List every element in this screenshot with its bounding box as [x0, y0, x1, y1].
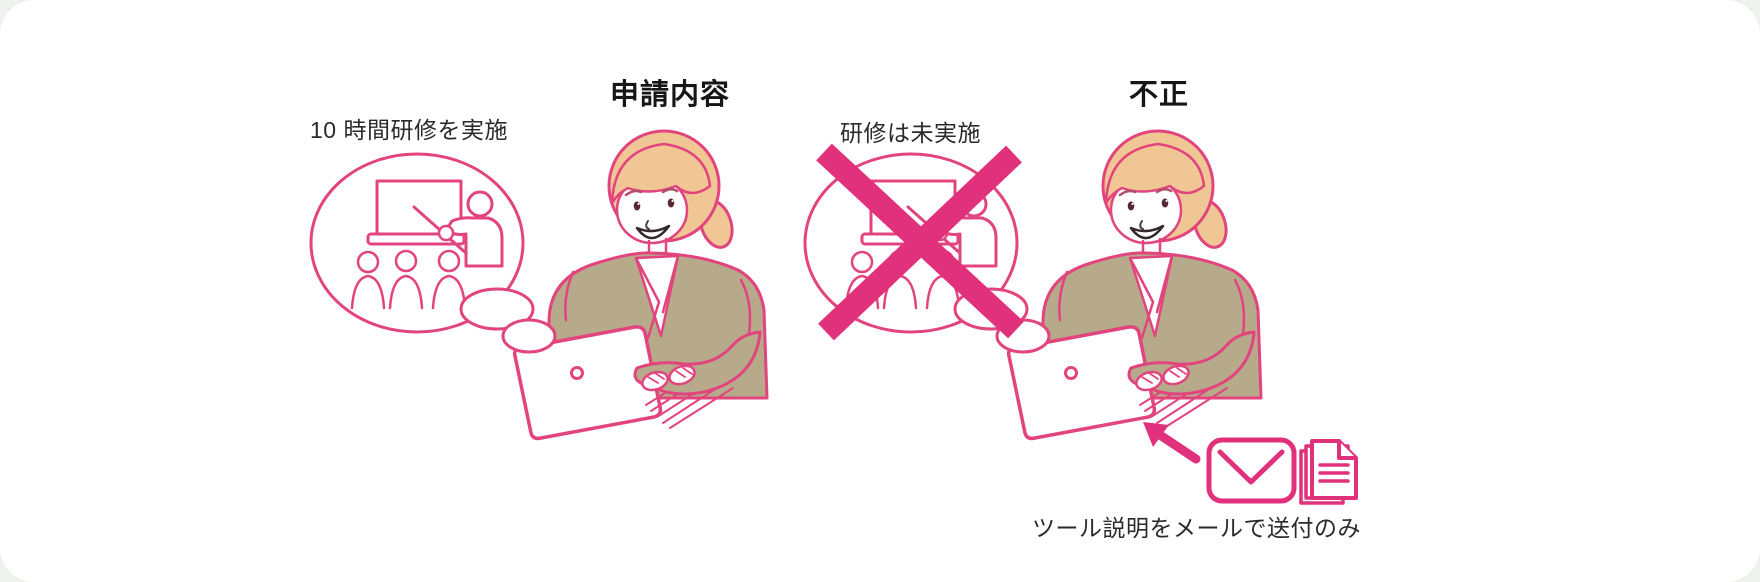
scene-right-caption: 研修は未実施	[840, 120, 981, 146]
scene-left-caption: 10 時間研修を実施	[310, 117, 508, 143]
document-stack-icon	[1299, 439, 1358, 505]
x-cross-icon	[816, 143, 1024, 341]
scene-left-title: 申請内容	[610, 79, 731, 111]
scene-right-title: 不正	[1129, 79, 1190, 111]
mail-envelope-icon	[1206, 437, 1297, 504]
scene-application	[309, 129, 769, 441]
mail-footnote: ツール説明をメールで送付のみ	[1032, 515, 1361, 541]
arrow-up-left-icon	[1143, 422, 1201, 464]
